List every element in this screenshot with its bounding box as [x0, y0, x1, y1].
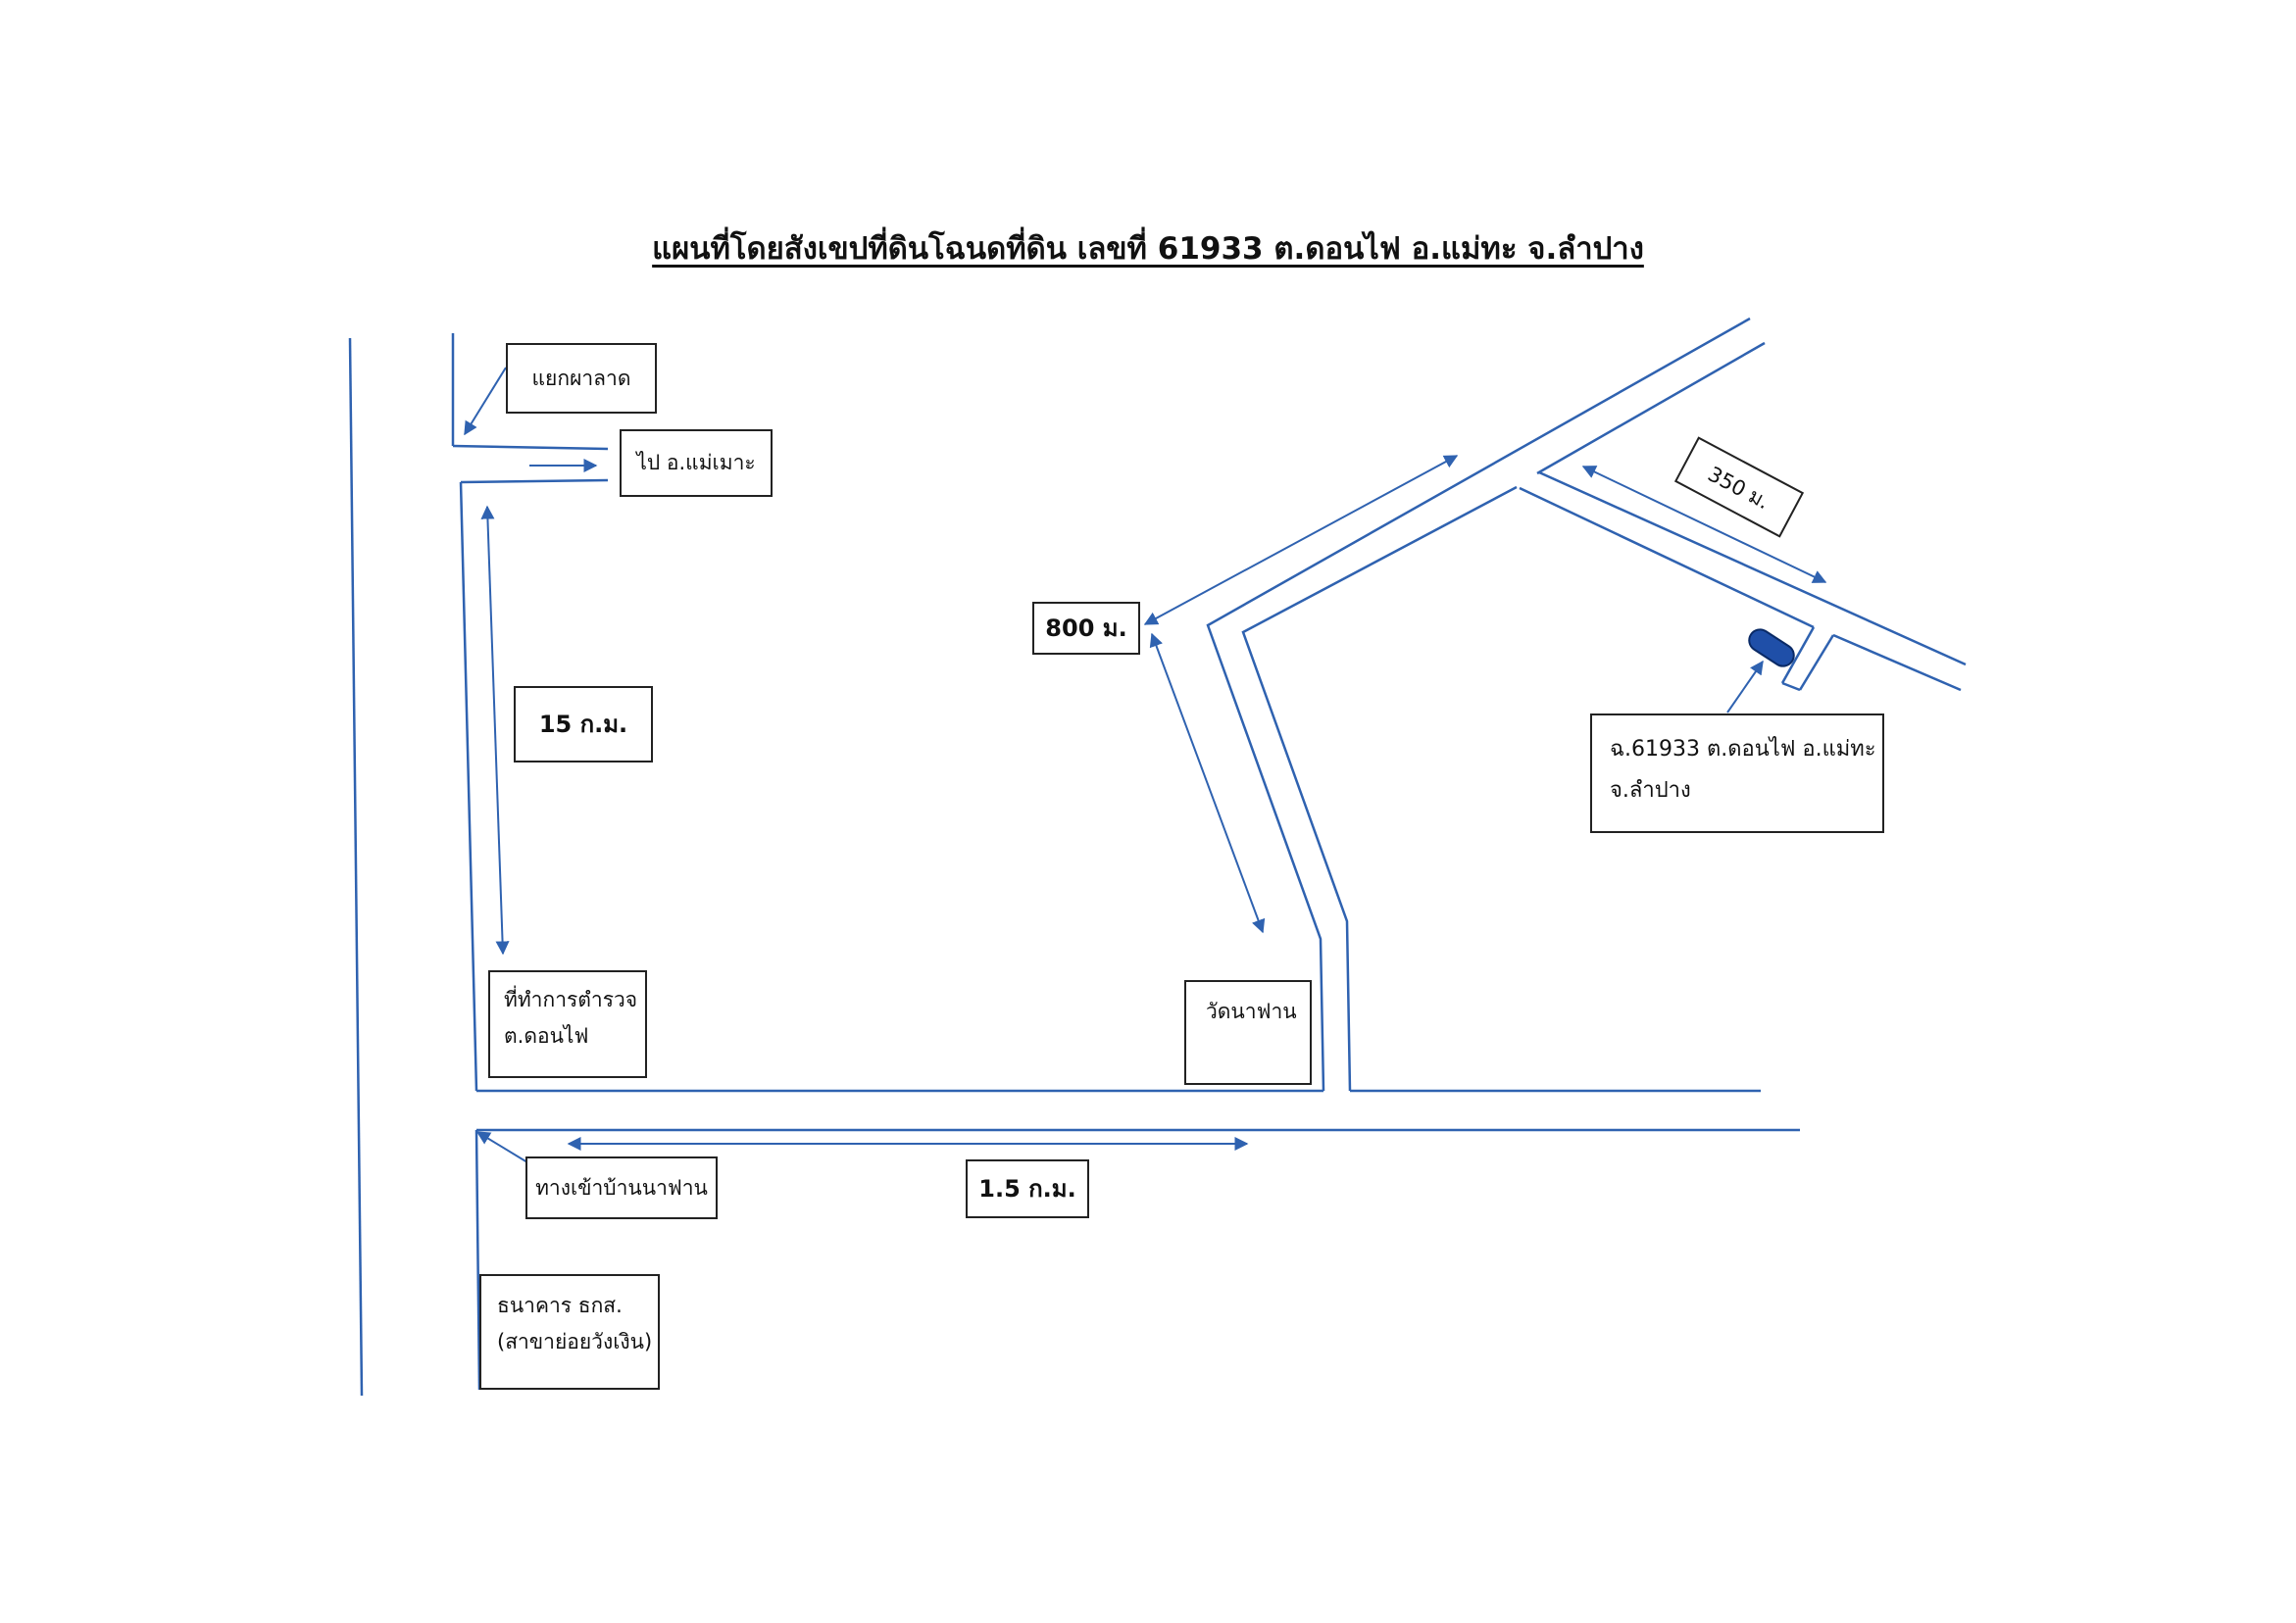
bank-line1: ธนาคาร ธกส. — [497, 1294, 623, 1317]
road-to-mae-mo-top — [452, 444, 609, 451]
dist-350m-arrow-icon — [1581, 466, 1827, 583]
village-entrance-text: ทางเข้าบ้านนาฟาน — [535, 1175, 708, 1200]
parcel-pointer-arrow-icon — [1726, 660, 1764, 713]
parcel-lane-right — [1798, 634, 1835, 691]
page-title-text: แผนที่โดยสังเขปที่ดินโฉนดที่ดิน เลขที่ 6… — [652, 231, 1644, 267]
road-west-inner — [459, 481, 478, 1092]
dist-800m-arrow-lower-icon — [1149, 632, 1266, 934]
page-title: แผนที่โดยสังเขปที่ดินโฉนดที่ดิน เลขที่ 6… — [0, 223, 2296, 272]
dist-15km-arrow-icon — [480, 505, 510, 956]
dist-350m-box: 350 ม. — [1673, 436, 1805, 538]
police-line2: ต.ดอนไฟ — [504, 1023, 589, 1048]
main-highway-edge — [348, 337, 364, 1397]
parcel-line2: จ.ลำปาง — [1610, 777, 1691, 803]
parcel-location-icon — [1748, 628, 1795, 667]
parcel-lane-left — [1780, 626, 1816, 684]
parcel-lane-end — [1781, 681, 1801, 692]
bank-line2: (สาขาย่อยวังเงิน) — [497, 1329, 653, 1353]
junction-text: แยกผาลาด — [531, 366, 631, 390]
temple-text: วัดนาฟาน — [1206, 1000, 1297, 1023]
label-parcel: ฉ.61933 ต.ดอนไฟ อ.แม่ทะจ.ลำปาง — [1590, 713, 1884, 833]
road-parcel-bottom-right — [1832, 633, 1962, 692]
parcel-line1: ฉ.61933 ต.ดอนไฟ อ.แม่ทะ — [1610, 737, 1876, 762]
road-village-west — [1206, 317, 1751, 1092]
road-to-bank — [474, 1129, 481, 1391]
label-police-station: ที่ทำการตำรวจต.ดอนไฟ — [488, 970, 647, 1078]
label-junction: แยกผาลาด — [506, 343, 657, 414]
label-temple: วัดนาฟาน — [1184, 980, 1312, 1085]
label-dist-800m: 800 ม. — [1032, 602, 1140, 655]
label-dist-15km: 15 ก.ม. — [514, 686, 653, 762]
dist-800m-text: 800 ม. — [1045, 615, 1127, 642]
dist-800m-arrow-upper-icon — [1143, 455, 1459, 625]
label-village-entrance: ทางเข้าบ้านนาฟาน — [525, 1156, 718, 1219]
label-to-mae-mo: ไป อ.แม่เมาะ — [620, 429, 773, 497]
police-line1: ที่ทำการตำรวจ — [504, 988, 638, 1011]
junction-arrow-icon — [464, 367, 507, 436]
village-entrance-arrow-icon — [475, 1131, 528, 1163]
to-mae-mo-text: ไป อ.แม่เมาะ — [636, 451, 756, 475]
road-village-ne — [1536, 341, 1766, 475]
label-dist-1-5km: 1.5 ก.ม. — [966, 1159, 1089, 1218]
label-bank: ธนาคาร ธกส. (สาขาย่อยวังเงิน) — [479, 1274, 660, 1390]
dist-15km-text: 15 ก.ม. — [538, 711, 628, 738]
arrows — [464, 367, 1827, 1163]
dist-1-5km-text: 1.5 ก.ม. — [978, 1175, 1076, 1203]
road-to-mae-mo-bottom — [460, 478, 609, 484]
